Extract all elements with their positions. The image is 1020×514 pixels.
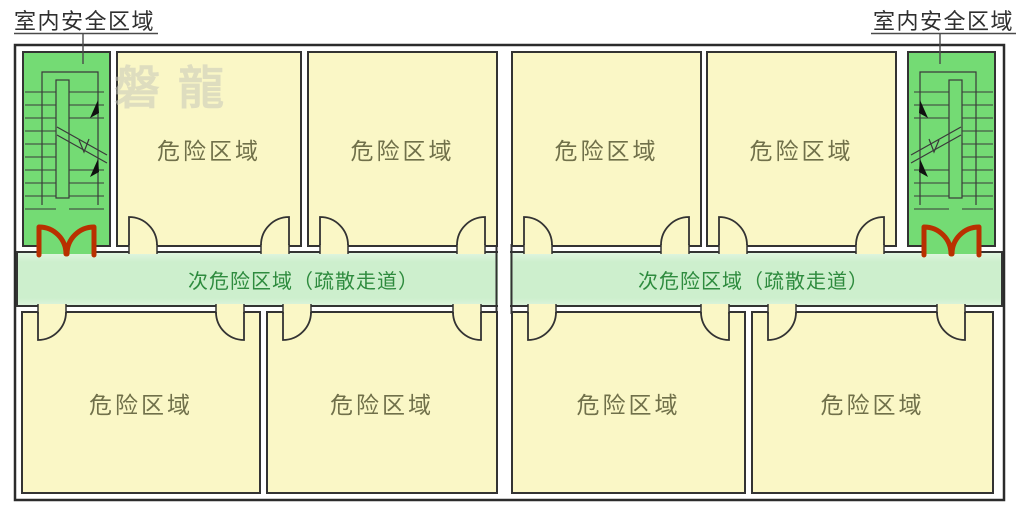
door-icon <box>855 216 885 246</box>
door-icon <box>523 216 553 246</box>
danger-room-top-4 <box>706 51 897 247</box>
danger-room-top-1 <box>116 51 302 247</box>
center-wall <box>495 244 513 314</box>
door-icon <box>282 311 312 341</box>
door-icon <box>767 311 797 341</box>
danger-room-bottom-1 <box>21 311 261 494</box>
door-icon <box>452 311 482 341</box>
door-icon <box>37 311 67 341</box>
door-icon <box>215 311 245 341</box>
door-icon <box>718 216 748 246</box>
danger-room-bottom-3 <box>511 311 746 494</box>
door-icon <box>456 216 486 246</box>
door-icon <box>936 311 966 341</box>
door-icon <box>527 311 557 341</box>
door-icon <box>700 311 730 341</box>
door-icon <box>128 216 158 246</box>
door-icon <box>660 216 690 246</box>
danger-room-top-2 <box>307 51 498 247</box>
annotation-leaders <box>14 32 1016 64</box>
door-icon <box>319 216 349 246</box>
danger-room-top-3 <box>511 51 702 247</box>
swing-door-symbols <box>37 216 966 341</box>
door-icon <box>260 216 290 246</box>
danger-room-bottom-2 <box>266 311 498 494</box>
danger-room-bottom-4 <box>751 311 994 494</box>
